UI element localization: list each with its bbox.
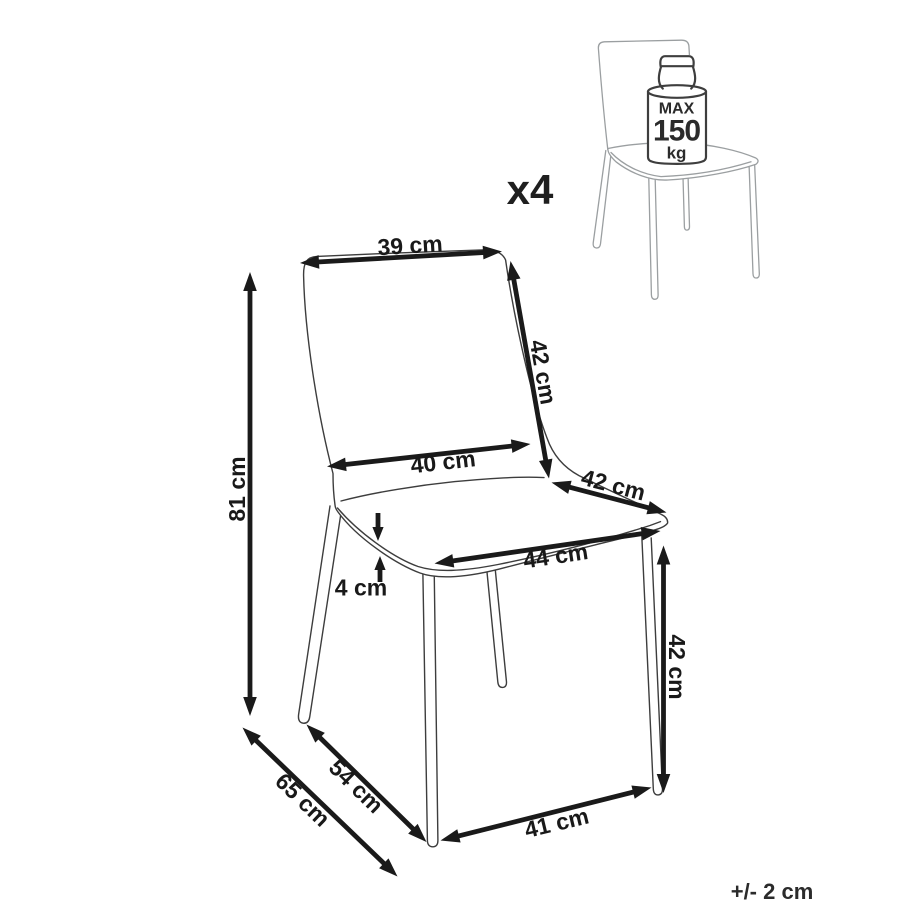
- thumb-seat-edge-line: [610, 151, 752, 178]
- arrowhead: [408, 823, 427, 842]
- arrowhead: [646, 501, 667, 515]
- dimension-base-depth-inner: 54 cm: [306, 724, 427, 842]
- arrowhead: [631, 785, 652, 799]
- dimension-line: [315, 249, 487, 265]
- thumb-front-left-leg: [592, 149, 612, 249]
- arrowhead: [510, 439, 531, 453]
- dimension-label-base-depth-inner: 54 cm: [324, 754, 389, 818]
- quantity-label: x4: [507, 166, 554, 213]
- arrowhead: [507, 261, 521, 281]
- thumb-front-right-leg: [648, 178, 659, 300]
- max-load-weight-icon: MAX 150 kg: [646, 55, 708, 165]
- dimension-label-seat-thickness: 4 cm: [335, 574, 387, 600]
- weight-body-outline: [646, 90, 708, 165]
- dimension-line: [341, 443, 516, 468]
- arrowhead: [242, 727, 261, 746]
- dimension-seat-thickness: 4 cm: [335, 513, 387, 600]
- dimension-line: [251, 736, 389, 868]
- thumb-rear-left-leg: [682, 169, 691, 231]
- dimension-leg-height: 42 cm: [656, 545, 690, 793]
- arrowhead: [243, 272, 257, 291]
- arrowhead: [372, 527, 384, 541]
- weight-neck-left: [657, 65, 664, 90]
- dimension-line: [315, 733, 418, 834]
- max-load-line1: MAX: [659, 101, 695, 118]
- dimension-backrest-top-width: 39 cm: [300, 230, 502, 269]
- arrowhead: [306, 724, 325, 743]
- arrowhead: [640, 526, 661, 541]
- dimension-line: [449, 530, 646, 564]
- dimension-total-height: 81 cm: [224, 272, 257, 716]
- max-load-line3: kg: [667, 144, 687, 163]
- dimension-label-leg-height: 42 cm: [664, 634, 690, 699]
- front-right-leg: [422, 567, 439, 848]
- main-chair-drawing: [297, 249, 669, 848]
- rear-left-leg: [485, 567, 508, 689]
- dimension-line: [510, 275, 549, 464]
- arrowhead: [482, 245, 502, 260]
- dimension-base-width: 41 cm: [440, 785, 652, 844]
- weight-fill-neck: [655, 63, 699, 89]
- arrowhead: [538, 458, 553, 479]
- weight-fill-body: [648, 91, 706, 164]
- max-load-line2: 150: [653, 115, 700, 148]
- thumb-rear-right-leg: [748, 162, 760, 279]
- weight-top-ellipse: [646, 84, 708, 99]
- weight-lip: [659, 55, 695, 68]
- dimension-line: [565, 484, 653, 511]
- dimension-line: [454, 788, 638, 840]
- arrowhead: [374, 556, 386, 570]
- arrowhead: [300, 255, 320, 269]
- arrowhead: [327, 457, 347, 472]
- tolerance-label: +/- 2 cm: [731, 879, 814, 904]
- arrowhead: [243, 697, 257, 716]
- dimension-label-base-width: 41 cm: [522, 803, 591, 844]
- seat-backrest-crease-line: [340, 476, 545, 502]
- arrowhead: [434, 554, 455, 568]
- rear-right-leg: [641, 535, 664, 796]
- dimension-label-total-height: 81 cm: [224, 456, 250, 521]
- front-left-leg: [297, 505, 342, 724]
- arrowhead: [440, 829, 461, 843]
- arrowhead: [656, 545, 671, 565]
- arrowhead: [379, 858, 398, 877]
- dimension-label-total-depth: 65 cm: [270, 768, 335, 832]
- thumbnail-chair: MAX 150 kg: [592, 39, 760, 300]
- weight-neck-right: [690, 65, 697, 90]
- backrest-and-seat-silhouette: [302, 249, 669, 578]
- dimension-label-backrest-top-width: 39 cm: [377, 230, 444, 260]
- arrowhead: [551, 480, 572, 494]
- arrowhead: [656, 774, 671, 793]
